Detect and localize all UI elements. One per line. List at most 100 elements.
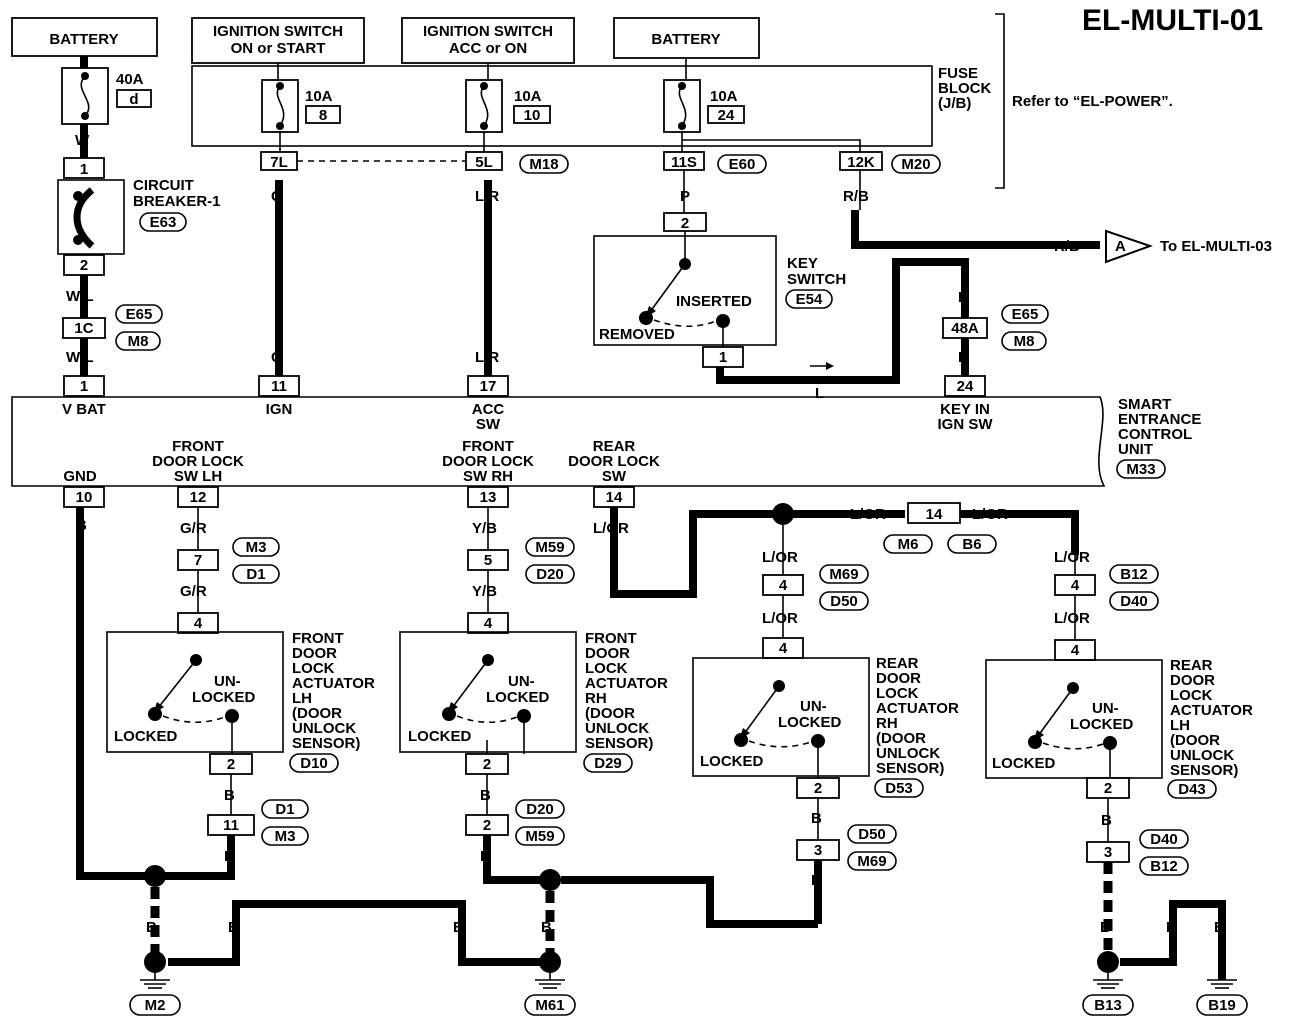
- svg-text:17: 17: [480, 378, 497, 395]
- svg-text:4: 4: [1071, 577, 1080, 594]
- svg-text:D40: D40: [1150, 831, 1178, 848]
- svg-text:4: 4: [1071, 642, 1080, 659]
- ground-m61: M61: [524, 951, 576, 1016]
- svg-text:(DOOR: (DOOR: [292, 705, 342, 722]
- svg-text:SENSOR): SENSOR): [876, 760, 944, 777]
- wire-w: W: [75, 132, 90, 149]
- main-fuse-40a: 40A d: [61, 56, 152, 125]
- svg-text:UN-: UN-: [800, 698, 827, 715]
- ground-network: B B B B B B B: [144, 862, 1226, 980]
- svg-text:11: 11: [271, 378, 287, 395]
- svg-text:ACTUATOR: ACTUATOR: [876, 700, 959, 717]
- fuse-24: 10A 24: [663, 79, 745, 133]
- svg-text:L/OR: L/OR: [850, 506, 886, 523]
- svg-text:M59: M59: [525, 828, 554, 845]
- svg-text:Y/B: Y/B: [472, 583, 497, 600]
- svg-text:UN-: UN-: [214, 673, 241, 690]
- svg-text:E65: E65: [1012, 306, 1039, 323]
- svg-text:D10: D10: [300, 755, 328, 772]
- svg-text:D53: D53: [885, 780, 913, 797]
- svg-text:DOOR LOCK: DOOR LOCK: [152, 453, 244, 470]
- svg-text:G/R: G/R: [180, 520, 207, 537]
- front-lh-circuit: G/R 7 M3 D1 G/R 4 UN- LOCKED LOCKED 2 FR…: [106, 507, 375, 880]
- svg-text:D1: D1: [246, 566, 265, 583]
- svg-text:E60: E60: [729, 156, 756, 173]
- key-switch: INSERTED REMOVED 1 KEY SWITCH E54: [593, 231, 846, 368]
- ign-on-start-line2: ON or START: [231, 40, 326, 57]
- svg-text:2: 2: [80, 257, 88, 274]
- svg-text:M8: M8: [128, 333, 149, 350]
- svg-text:D50: D50: [830, 593, 858, 610]
- svg-text:B: B: [228, 919, 239, 936]
- svg-text:FRONT: FRONT: [585, 630, 637, 647]
- svg-text:Y/B: Y/B: [472, 520, 497, 537]
- svg-text:CIRCUIT: CIRCUIT: [133, 177, 194, 194]
- svg-text:M2: M2: [145, 997, 166, 1014]
- svg-text:14: 14: [606, 489, 623, 506]
- svg-text:5L: 5L: [475, 154, 493, 171]
- svg-text:M69: M69: [857, 853, 886, 870]
- svg-text:DOOR: DOOR: [292, 645, 337, 662]
- svg-text:B13: B13: [1094, 997, 1122, 1014]
- svg-text:R/B: R/B: [843, 188, 869, 205]
- rear-lh-circuit: L/OR 4 B12 D40 L/OR 4 UN- LOCKED LOCKED …: [985, 549, 1253, 876]
- ground-b13: B13: [1082, 951, 1134, 1016]
- svg-text:DOOR LOCK: DOOR LOCK: [568, 453, 660, 470]
- svg-text:IGN SW: IGN SW: [938, 416, 994, 433]
- svg-text:4: 4: [779, 577, 788, 594]
- svg-text:INSERTED: INSERTED: [676, 293, 752, 310]
- diagram-title: EL-MULTI-01: [1082, 4, 1263, 37]
- svg-text:11: 11: [223, 817, 239, 834]
- svg-text:L/R: L/R: [475, 188, 499, 205]
- svg-text:P: P: [680, 188, 690, 205]
- svg-text:E65: E65: [126, 306, 153, 323]
- svg-text:DOOR: DOOR: [585, 645, 630, 662]
- svg-text:SENSOR): SENSOR): [585, 735, 653, 752]
- svg-text:G: G: [271, 349, 283, 366]
- svg-text:IGN: IGN: [266, 401, 293, 418]
- svg-text:M3: M3: [275, 828, 296, 845]
- svg-text:10A: 10A: [305, 88, 333, 105]
- svg-text:4: 4: [779, 640, 788, 657]
- svg-text:D20: D20: [526, 801, 554, 818]
- svg-text:ACC: ACC: [472, 401, 505, 418]
- fuse-block-connectors: M18 E60 M20: [519, 154, 941, 174]
- svg-text:24: 24: [957, 378, 974, 395]
- fuse-8: 10A 8: [261, 79, 341, 133]
- svg-text:ACTUATOR: ACTUATOR: [1170, 702, 1253, 719]
- svg-text:REAR: REAR: [876, 655, 919, 672]
- svg-text:B: B: [146, 919, 157, 936]
- svg-text:13: 13: [480, 489, 497, 506]
- fuse-block-label-2: BLOCK: [938, 80, 991, 97]
- svg-text:14: 14: [926, 506, 943, 523]
- svg-text:LH: LH: [1170, 717, 1190, 734]
- svg-text:RH: RH: [876, 715, 898, 732]
- ign-acc-on-line2: ACC or ON: [449, 40, 527, 57]
- svg-text:B: B: [76, 517, 87, 534]
- svg-text:E63: E63: [150, 214, 177, 231]
- svg-text:B: B: [1214, 919, 1225, 936]
- svg-text:LOCKED: LOCKED: [992, 755, 1056, 772]
- svg-text:W/L: W/L: [66, 349, 94, 366]
- svg-text:7L: 7L: [270, 154, 288, 171]
- svg-text:SENSOR): SENSOR): [292, 735, 360, 752]
- svg-text:2: 2: [483, 817, 491, 834]
- svg-text:L/R: L/R: [475, 349, 499, 366]
- ref-arrow-a: A To EL-MULTI-03: [1105, 229, 1272, 264]
- svg-text:G: G: [271, 188, 283, 205]
- svg-text:B: B: [1166, 919, 1177, 936]
- svg-text:2: 2: [1104, 780, 1112, 797]
- svg-text:UNIT: UNIT: [1118, 441, 1153, 458]
- svg-text:B: B: [453, 919, 464, 936]
- front-rh-circuit: Y/B 5 M59 D20 Y/B 4 UN- LOCKED LOCKED 2 …: [399, 507, 668, 884]
- svg-text:ACTUATOR: ACTUATOR: [292, 675, 375, 692]
- svg-text:REAR: REAR: [1170, 657, 1213, 674]
- svg-text:LOCKED: LOCKED: [1070, 716, 1134, 733]
- svg-text:10: 10: [76, 489, 93, 506]
- svg-text:SENSOR): SENSOR): [1170, 762, 1238, 779]
- svg-text:24: 24: [718, 107, 735, 124]
- svg-text:L/OR: L/OR: [1054, 549, 1090, 566]
- svg-text:1: 1: [80, 161, 88, 178]
- svg-text:LOCK: LOCK: [876, 685, 919, 702]
